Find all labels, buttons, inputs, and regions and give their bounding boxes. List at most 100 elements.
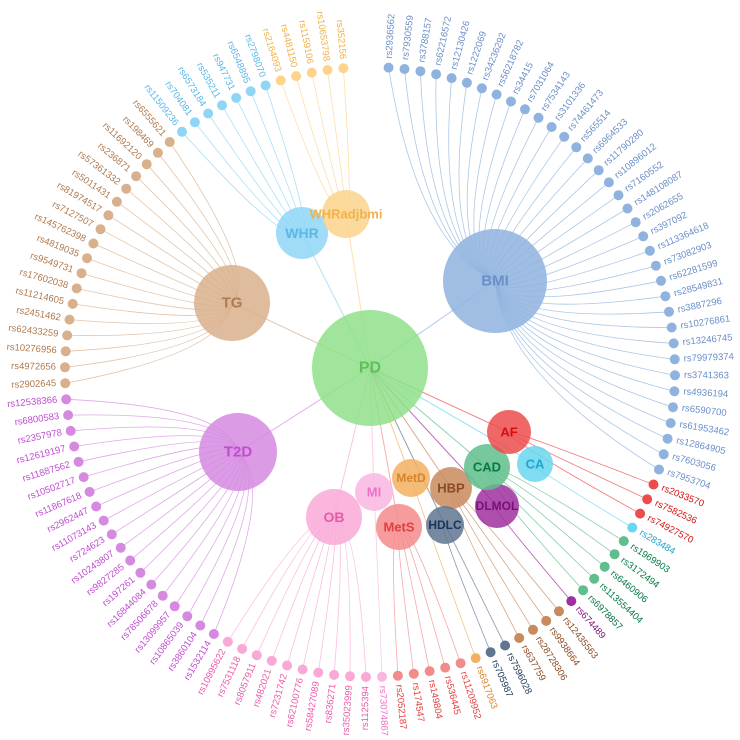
snp-node[interactable] — [506, 96, 516, 107]
snp-node[interactable] — [135, 567, 146, 578]
snp-node[interactable] — [106, 529, 117, 540]
snp-node[interactable] — [618, 536, 629, 547]
snp-node[interactable] — [559, 131, 570, 142]
snp-node[interactable] — [208, 629, 219, 639]
snp-node[interactable] — [95, 224, 106, 235]
snp-node[interactable] — [593, 165, 604, 176]
snp-node[interactable] — [669, 386, 680, 397]
snp-node[interactable] — [251, 650, 262, 661]
snp-node[interactable] — [399, 64, 410, 74]
snp-node[interactable] — [182, 611, 193, 622]
hub-circle[interactable] — [426, 506, 464, 544]
snp-node[interactable] — [514, 633, 525, 643]
trait-hub-t2d[interactable]: T2D — [199, 413, 277, 491]
snp-node[interactable] — [63, 410, 74, 421]
snp-node[interactable] — [297, 664, 308, 675]
snp-node[interactable] — [73, 456, 84, 467]
snp-node[interactable] — [470, 653, 481, 664]
hub-circle[interactable] — [475, 484, 519, 528]
snp-node[interactable] — [62, 330, 73, 341]
snp-node[interactable] — [662, 433, 673, 444]
snp-node[interactable] — [666, 322, 677, 333]
hub-circle[interactable] — [322, 190, 370, 238]
snp-node[interactable] — [266, 655, 277, 666]
trait-hub-tg[interactable]: TG — [194, 265, 270, 341]
hub-circle[interactable] — [487, 410, 531, 454]
snp-node[interactable] — [222, 636, 233, 647]
snp-node[interactable] — [491, 89, 502, 100]
trait-hub-hbp[interactable]: HBP — [430, 467, 472, 509]
snp-node[interactable] — [622, 203, 633, 214]
snp-node[interactable] — [500, 640, 511, 651]
trait-hub-pd[interactable]: PD — [312, 310, 428, 426]
snp-node[interactable] — [582, 153, 593, 164]
trait-hub-mi[interactable]: MI — [355, 473, 393, 511]
snp-node[interactable] — [64, 314, 75, 325]
trait-hub-mets[interactable]: MetS — [376, 504, 422, 550]
snp-node[interactable] — [275, 75, 286, 86]
snp-node[interactable] — [578, 585, 589, 596]
snp-node[interactable] — [533, 112, 544, 123]
snp-node[interactable] — [78, 472, 89, 483]
snp-node[interactable] — [546, 122, 557, 132]
snp-node[interactable] — [424, 666, 435, 677]
snp-node[interactable] — [103, 210, 114, 221]
trait-hub-metd[interactable]: MetD — [392, 459, 430, 497]
snp-node[interactable] — [408, 668, 419, 679]
snp-node[interactable] — [665, 418, 676, 429]
snp-node[interactable] — [520, 104, 530, 115]
snp-node[interactable] — [177, 126, 187, 137]
hub-circle[interactable] — [517, 446, 553, 482]
snp-node[interactable] — [69, 441, 80, 452]
snp-node[interactable] — [146, 579, 157, 590]
snp-node[interactable] — [60, 346, 71, 357]
snp-node[interactable] — [169, 601, 180, 612]
snp-node[interactable] — [656, 275, 666, 286]
snp-node[interactable] — [392, 670, 403, 681]
snp-node[interactable] — [195, 620, 206, 631]
trait-hub-ca[interactable]: CA — [517, 446, 553, 482]
trait-hub-dlmol[interactable]: DLMOL — [475, 484, 519, 528]
snp-node[interactable] — [361, 672, 371, 682]
snp-node[interactable] — [668, 338, 679, 349]
snp-node[interactable] — [668, 402, 678, 413]
snp-node[interactable] — [345, 671, 355, 682]
snp-node[interactable] — [642, 494, 653, 505]
snp-node[interactable] — [383, 62, 394, 73]
snp-node[interactable] — [291, 71, 302, 82]
snp-node[interactable] — [446, 73, 457, 84]
snp-node[interactable] — [599, 561, 610, 572]
snp-node[interactable] — [65, 425, 76, 436]
snp-node[interactable] — [630, 217, 641, 228]
snp-node[interactable] — [82, 253, 92, 264]
snp-node[interactable] — [589, 573, 600, 584]
snp-node[interactable] — [377, 671, 387, 682]
snp-node[interactable] — [60, 362, 70, 373]
snp-node[interactable] — [566, 596, 577, 607]
hub-circle[interactable] — [276, 207, 328, 259]
snp-node[interactable] — [485, 647, 496, 658]
hub-circle[interactable] — [376, 504, 422, 550]
snp-node[interactable] — [282, 660, 293, 671]
hub-circle[interactable] — [464, 444, 510, 490]
snp-node[interactable] — [627, 522, 638, 533]
snp-node[interactable] — [461, 77, 472, 88]
snp-node[interactable] — [654, 464, 664, 475]
hub-circle[interactable] — [199, 413, 277, 491]
snp-node[interactable] — [528, 624, 538, 635]
hub-circle[interactable] — [443, 229, 547, 333]
snp-node[interactable] — [67, 298, 78, 309]
snp-node[interactable] — [164, 137, 175, 147]
snp-node[interactable] — [650, 260, 661, 271]
snp-node[interactable] — [664, 306, 674, 317]
snp-node[interactable] — [237, 643, 248, 654]
snp-node[interactable] — [88, 238, 99, 249]
snp-node[interactable] — [189, 117, 200, 128]
trait-hub-whradjbmi[interactable]: WHRadjbmi — [310, 190, 383, 238]
snp-node[interactable] — [141, 159, 152, 170]
trait-hub-hdlc[interactable]: HDLC — [426, 506, 464, 544]
snp-node[interactable] — [638, 231, 649, 242]
snp-node[interactable] — [613, 190, 624, 201]
snp-node[interactable] — [217, 100, 227, 111]
snp-node[interactable] — [660, 291, 671, 302]
